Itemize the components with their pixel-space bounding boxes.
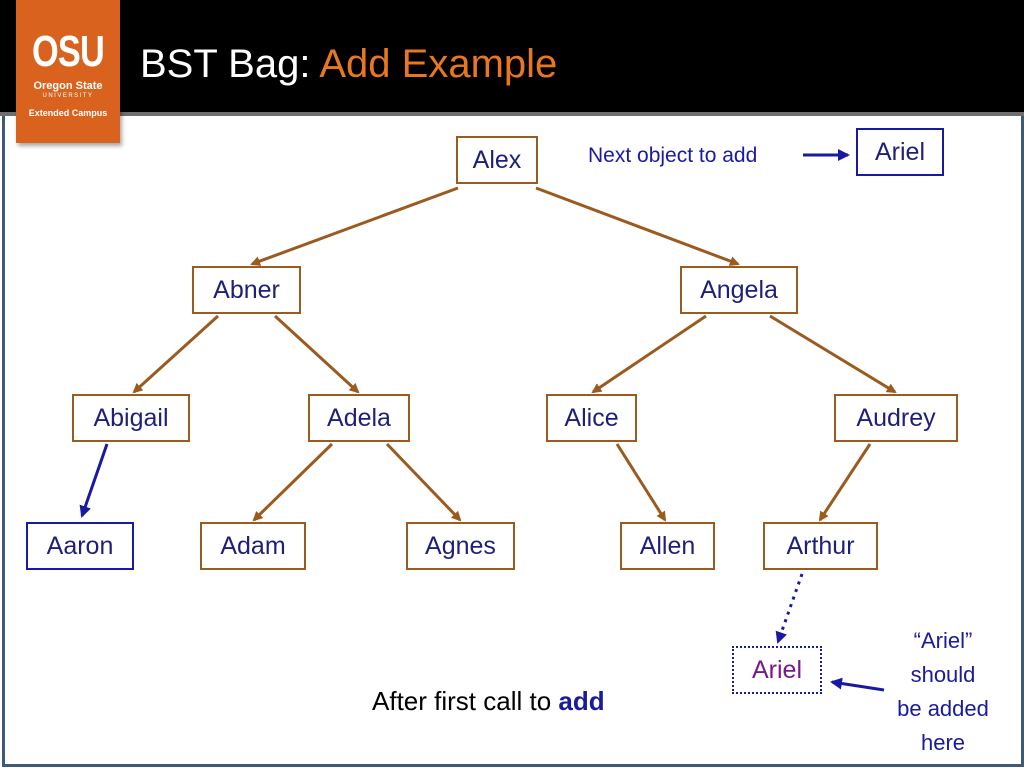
edge-angela-audrey [769,314,897,394]
edge-angela-alice [591,314,707,394]
title-main: BST Bag: [140,42,320,86]
slide-frame [2,116,1024,767]
edge-arthur-ariel [775,573,804,644]
node-ariel-new: Ariel [732,646,822,694]
node-adam: Adam [200,522,306,570]
node-arthur: Arthur [763,522,878,570]
note-line-2: should [910,662,976,687]
note-line-1: “Ariel” [913,628,973,653]
caption-text: After first call to [372,686,559,716]
edge-adela-agnes [385,442,462,522]
edge-abner-abigail [132,314,220,394]
note-arrow [830,677,885,692]
node-alice: Alice [546,394,637,442]
edge-audrey-arthur [818,443,872,522]
note-line-3: be added [897,696,989,721]
node-allen: Allen [620,522,715,570]
logo-mark: OSU [31,27,105,76]
caption: After first call to add [372,684,605,718]
edge-alex-abner [250,186,459,266]
next-object-label: Next object to add [588,144,758,167]
node-abigail: Abigail [72,394,190,442]
node-audrey: Audrey [834,394,958,442]
edge-alice-allen [615,443,667,522]
node-agnes: Agnes [406,522,515,570]
next-object-box: Ariel [856,128,944,176]
node-alex: Alex [456,136,538,184]
note-line-4: here [920,730,966,755]
title-bar [0,0,1024,116]
node-aaron: Aaron [26,522,134,570]
node-abner: Abner [192,266,301,314]
title-rule [0,112,1024,116]
logo-university: UNIVERSITY [42,93,94,99]
edge-abigail-aaron [79,443,109,518]
title-accent: Add Example [319,42,558,86]
placement-note: “Ariel” should be added here [874,624,1012,760]
node-angela: Angela [680,266,798,314]
edge-adela-adam [252,442,334,522]
logo-campus: Extended Campus [28,108,108,118]
edge-alex-angela [535,186,740,266]
slide-title: BST Bag: Add Example [140,38,557,90]
logo-name: Oregon State [33,80,103,92]
osu-logo: OSU Oregon State UNIVERSITY Extended Cam… [16,0,120,143]
edge-abner-adela [273,314,360,394]
node-adela: Adela [308,394,410,442]
caption-keyword: add [558,686,605,716]
